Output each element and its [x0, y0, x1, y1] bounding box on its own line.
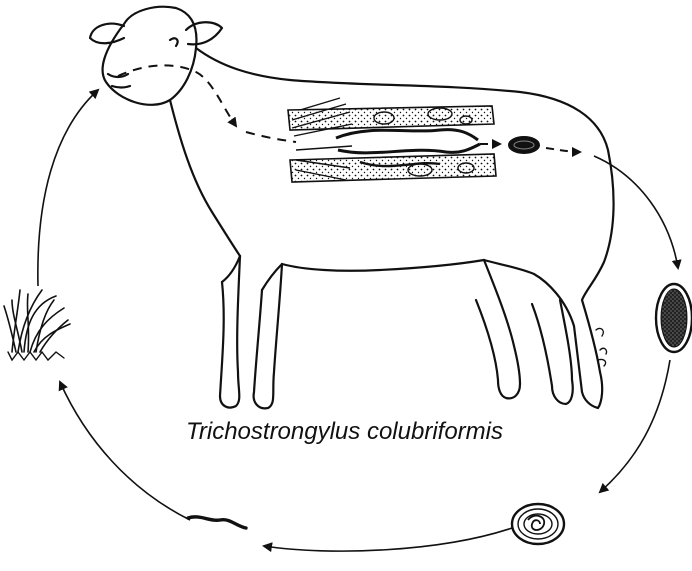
sheep-leg-join	[222, 256, 282, 290]
exit-arrow	[546, 148, 580, 152]
free-living-larva-icon	[188, 517, 246, 528]
sheep-ear-left	[90, 24, 124, 44]
ingestion-route-arrow	[118, 65, 236, 126]
sheep-illustration	[90, 7, 614, 409]
sheep-chest	[170, 100, 240, 256]
intestinal-route-arrow	[246, 132, 296, 142]
diagram-caption: Trichostrongylus colubriformis	[186, 418, 606, 446]
adult-worm	[338, 144, 480, 153]
sheep-hind-leg-near	[476, 260, 520, 398]
sheep-ear-right	[186, 22, 222, 44]
cycle-arrow-to-embryonated-egg	[600, 360, 670, 492]
cycle-arrow-to-grass	[60, 382, 190, 520]
intestine-section-illustration	[288, 98, 496, 182]
sheep-hind-leg-far	[532, 300, 573, 404]
sheep-head	[103, 7, 197, 105]
sheep-belly	[282, 260, 484, 271]
egg-in-feces-icon	[656, 284, 692, 352]
grass-icon	[4, 290, 70, 360]
intestine-wall-top	[288, 106, 494, 130]
adult-worm	[336, 130, 478, 140]
sheep-eye	[170, 38, 178, 46]
sheep-front-leg-far	[220, 256, 240, 408]
cycle-arrow-to-larva	[264, 528, 512, 551]
sheep-front-leg-near	[254, 264, 282, 408]
sheep-body	[196, 48, 614, 408]
artist-signature	[596, 328, 607, 366]
cycle-arrow-to-mouth	[38, 90, 98, 286]
embryonated-egg-icon	[512, 504, 564, 544]
intestine-wall-bottom	[290, 154, 496, 182]
